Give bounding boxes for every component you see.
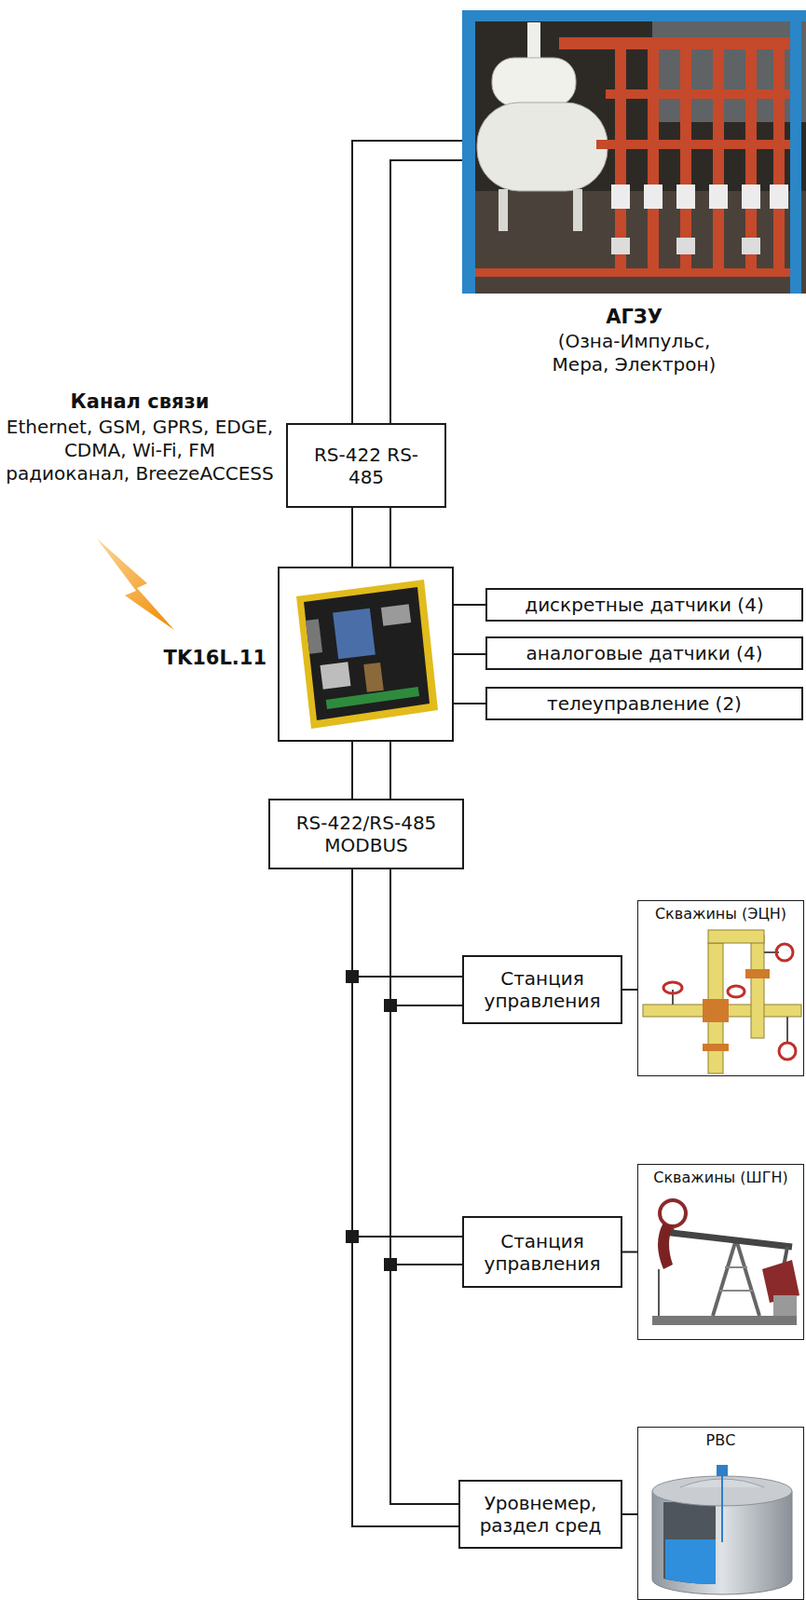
- device-label: TK16L.11: [163, 646, 267, 670]
- connector: [352, 140, 463, 424]
- process-box: Станция управления: [462, 1215, 623, 1288]
- channel-list: Ethernet, GSM, GPRS, EDGE, CDMA, Wi-Fi, …: [4, 415, 275, 486]
- box-text: Станция управления: [475, 967, 610, 1012]
- pumpjack-picture: [652, 1200, 800, 1326]
- tank-picture: [652, 1464, 793, 1595]
- node-title: АГЗУ: [462, 304, 806, 330]
- connector: [622, 1514, 638, 1516]
- connector-line: [622, 988, 638, 991]
- device-box: TK16L.11: [277, 566, 454, 742]
- connector-line: [352, 869, 463, 1265]
- channel-heading: Канал связи: [4, 389, 275, 414]
- picture-box: РВС: [637, 1426, 805, 1600]
- picture-title: Скважины (ЭЦН): [652, 904, 790, 923]
- node-subtitle: (Озна-Импульс, Мера, Электрон): [533, 329, 735, 377]
- connector-line: [352, 507, 391, 567]
- connector: [622, 1251, 638, 1253]
- device-photo: [296, 579, 438, 729]
- connector-line: [453, 702, 486, 705]
- process-box: Уровнемер, раздел сред: [458, 1479, 623, 1549]
- process-box: Станция управления: [462, 955, 623, 1025]
- connector: [345, 869, 463, 1012]
- box-text: телеуправление (2): [546, 692, 742, 715]
- connector-line: [622, 1513, 638, 1516]
- connector: [453, 654, 486, 656]
- box-text: RS-422 RS-485: [299, 443, 434, 489]
- process-box: аналоговые датчики (4): [485, 636, 804, 670]
- agzu-photo: [462, 10, 806, 294]
- process-box: телеуправление (2): [485, 686, 804, 721]
- connector: [345, 869, 463, 1271]
- connector-line: [352, 140, 463, 424]
- box-text: Станция управления: [475, 1229, 610, 1275]
- connector-line: [622, 1251, 638, 1254]
- esp-well-picture: [642, 929, 802, 1074]
- connector-line: [352, 869, 463, 1006]
- connector: [453, 703, 486, 705]
- connector: [352, 741, 391, 799]
- connector-line: [453, 653, 486, 656]
- lightning-bolt: [96, 538, 175, 630]
- process-box: RS-422 RS-485: [286, 423, 447, 508]
- photo-node: АГЗУ(Озна-Импульс, Мера, Электрон): [462, 10, 806, 294]
- box-text: аналоговые датчики (4): [526, 642, 764, 665]
- picture-box: Скважины (ШГН): [637, 1163, 805, 1340]
- process-box: дискретные датчики (4): [485, 587, 804, 622]
- box-text: Уровнемер, раздел сред: [471, 1491, 610, 1537]
- connector: [352, 869, 459, 1527]
- connector: [352, 507, 391, 567]
- connector: [622, 989, 638, 991]
- process-box: RS-422/RS-485 MODBUS: [268, 798, 465, 870]
- connector-line: [352, 869, 459, 1527]
- connector-line: [453, 603, 486, 606]
- box-text: RS-422/RS-485 MODBUS: [281, 811, 451, 857]
- connector: [453, 604, 486, 606]
- picture-title: Скважины (ШГН): [650, 1168, 791, 1187]
- picture-box: Скважины (ЭЦН): [637, 900, 805, 1077]
- caption-block: АГЗУ(Озна-Импульс, Мера, Электрон): [462, 304, 806, 377]
- box-text: дискретные датчики (4): [524, 593, 764, 616]
- connector-line: [352, 741, 391, 799]
- picture-title: РВС: [703, 1431, 739, 1449]
